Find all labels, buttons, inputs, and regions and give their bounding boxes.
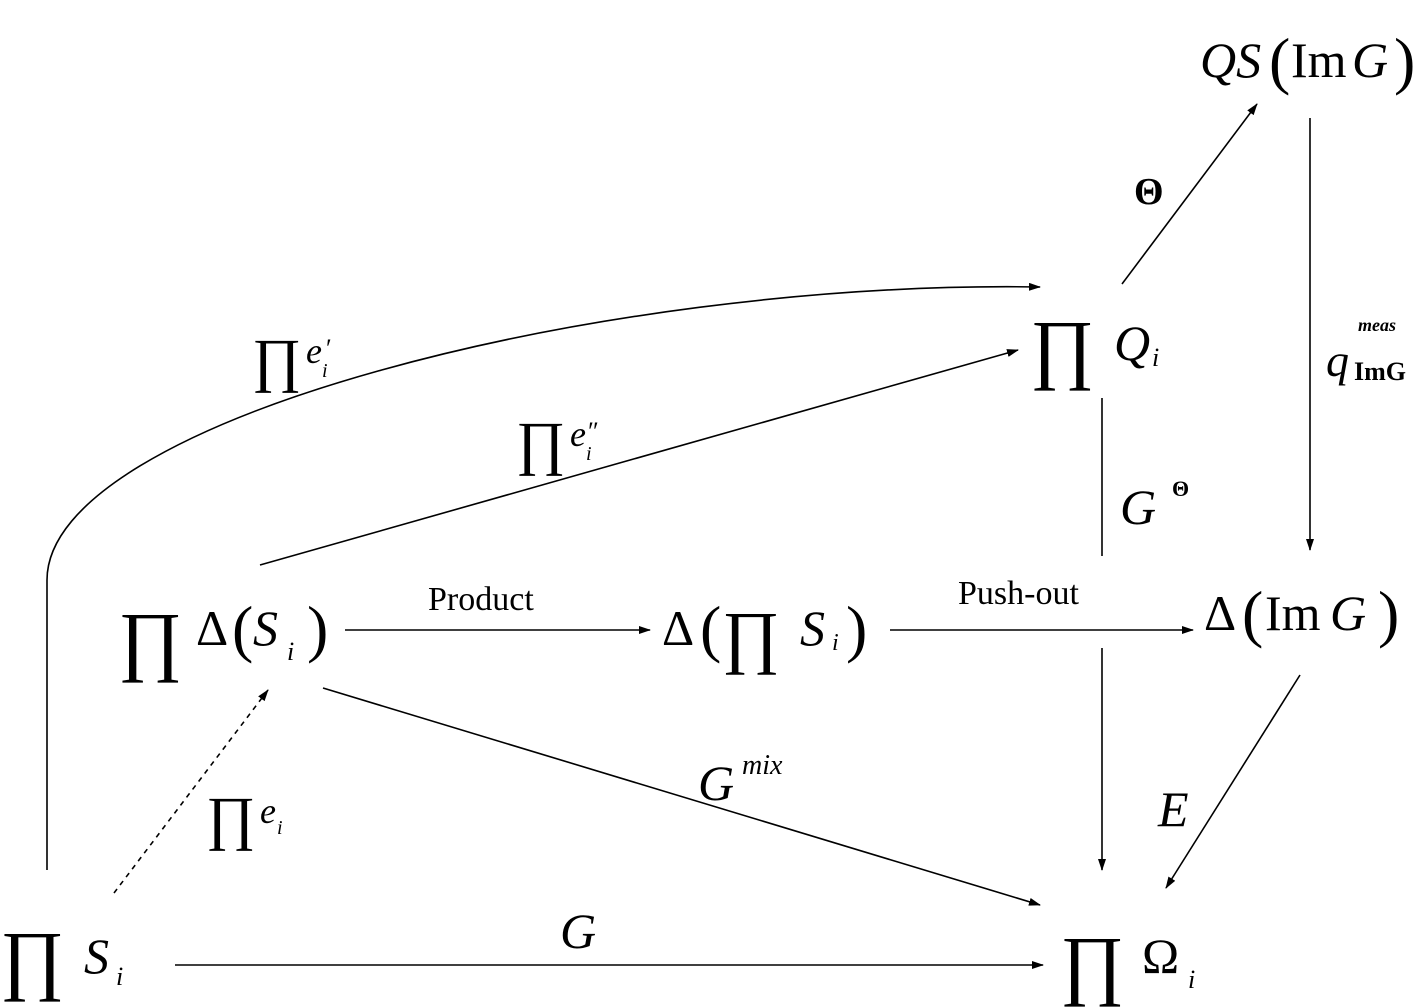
node-delta-prod-s: Δ ( ∏ S i ) (662, 593, 867, 676)
delta-symbol: Δ (196, 600, 228, 656)
node-delta-img: Δ ( Im G ) (1204, 578, 1399, 649)
label-pushout: Push-out (958, 575, 1079, 612)
label-g: G (560, 903, 596, 959)
label-e-dprime: ∏ e ″ i (516, 410, 599, 476)
node-base: S (84, 928, 109, 984)
theta-superscript: Θ (1172, 476, 1189, 501)
g-symbol: G (1352, 32, 1388, 88)
right-paren: ) (1394, 25, 1415, 96)
e-symbol: e (570, 414, 586, 454)
label-e: E (1157, 781, 1189, 837)
product-operator: ∏ (252, 327, 301, 393)
label-g-mix: G mix (698, 750, 783, 811)
arrow-e (1165, 674, 1301, 889)
node-prod-q: ∏ Q i (1030, 304, 1159, 391)
arrow-e-plain (113, 689, 269, 894)
qs-text: QS (1200, 32, 1261, 88)
label-g-theta: G Θ (1120, 476, 1189, 535)
label-e-prime: ∏ e ′ i (252, 327, 332, 393)
product-operator: ∏ (206, 785, 255, 851)
product-operator: ∏ (516, 410, 565, 476)
e-symbol: e (306, 331, 322, 371)
arrow-e-prime (46, 282, 1041, 870)
right-paren: ) (846, 593, 867, 664)
node-prod-s: ∏ S i (0, 915, 123, 1002)
product-operator: ∏ (1060, 920, 1124, 1007)
delta-symbol: Δ (1204, 585, 1236, 641)
g-symbol: G (698, 755, 734, 811)
g-symbol: G (1120, 479, 1156, 535)
im-text: Im (1265, 585, 1321, 641)
prime-mark: ′ (326, 334, 332, 363)
label-q-meas: q meas ImG (1326, 315, 1406, 386)
node-qs-img: QS ( Im G ) (1200, 25, 1415, 96)
e-subscript: i (586, 443, 592, 465)
e-subscript: i (322, 360, 328, 382)
e-symbol: e (260, 791, 276, 831)
product-operator: ∏ (118, 596, 182, 683)
node-base: S (800, 600, 825, 656)
node-base: Ω (1142, 928, 1179, 984)
node-base: S (253, 600, 278, 656)
arrows (46, 103, 1314, 969)
node-subscript: i (1152, 343, 1159, 372)
left-paren: ( (232, 593, 253, 664)
q-symbol: q (1326, 335, 1349, 386)
node-base: Q (1114, 315, 1150, 371)
double-prime-mark: ″ (588, 417, 599, 446)
arrow-e-dprime (259, 349, 1019, 566)
product-operator: ∏ (1030, 304, 1094, 391)
right-paren: ) (307, 593, 328, 664)
img-subscript: ImG (1354, 357, 1406, 386)
left-paren: ( (1242, 578, 1263, 649)
product-operator: ∏ (722, 599, 780, 676)
product-operator: ∏ (0, 915, 64, 1002)
right-paren: ) (1378, 578, 1399, 649)
node-subscript: i (287, 637, 294, 666)
arrow-theta (1121, 103, 1258, 285)
node-subscript: i (832, 630, 839, 656)
node-subscript: i (1188, 965, 1195, 994)
e-subscript: i (277, 817, 283, 839)
mix-superscript: mix (742, 750, 783, 781)
im-text: Im (1291, 32, 1347, 88)
left-paren: ( (1269, 25, 1290, 96)
node-prod-delta-s: ∏ Δ ( S i ) (118, 593, 328, 683)
g-symbol: G (1330, 585, 1366, 641)
node-prod-omega: ∏ Ω i (1060, 920, 1195, 1007)
left-paren: ( (700, 593, 721, 664)
label-theta: Θ (1134, 171, 1164, 213)
meas-superscript: meas (1358, 315, 1396, 335)
label-e-plain: ∏ e i (206, 785, 283, 851)
label-product: Product (428, 581, 534, 618)
arrow-g-mix (322, 687, 1041, 906)
node-subscript: i (116, 962, 123, 991)
delta-symbol: Δ (662, 600, 694, 656)
